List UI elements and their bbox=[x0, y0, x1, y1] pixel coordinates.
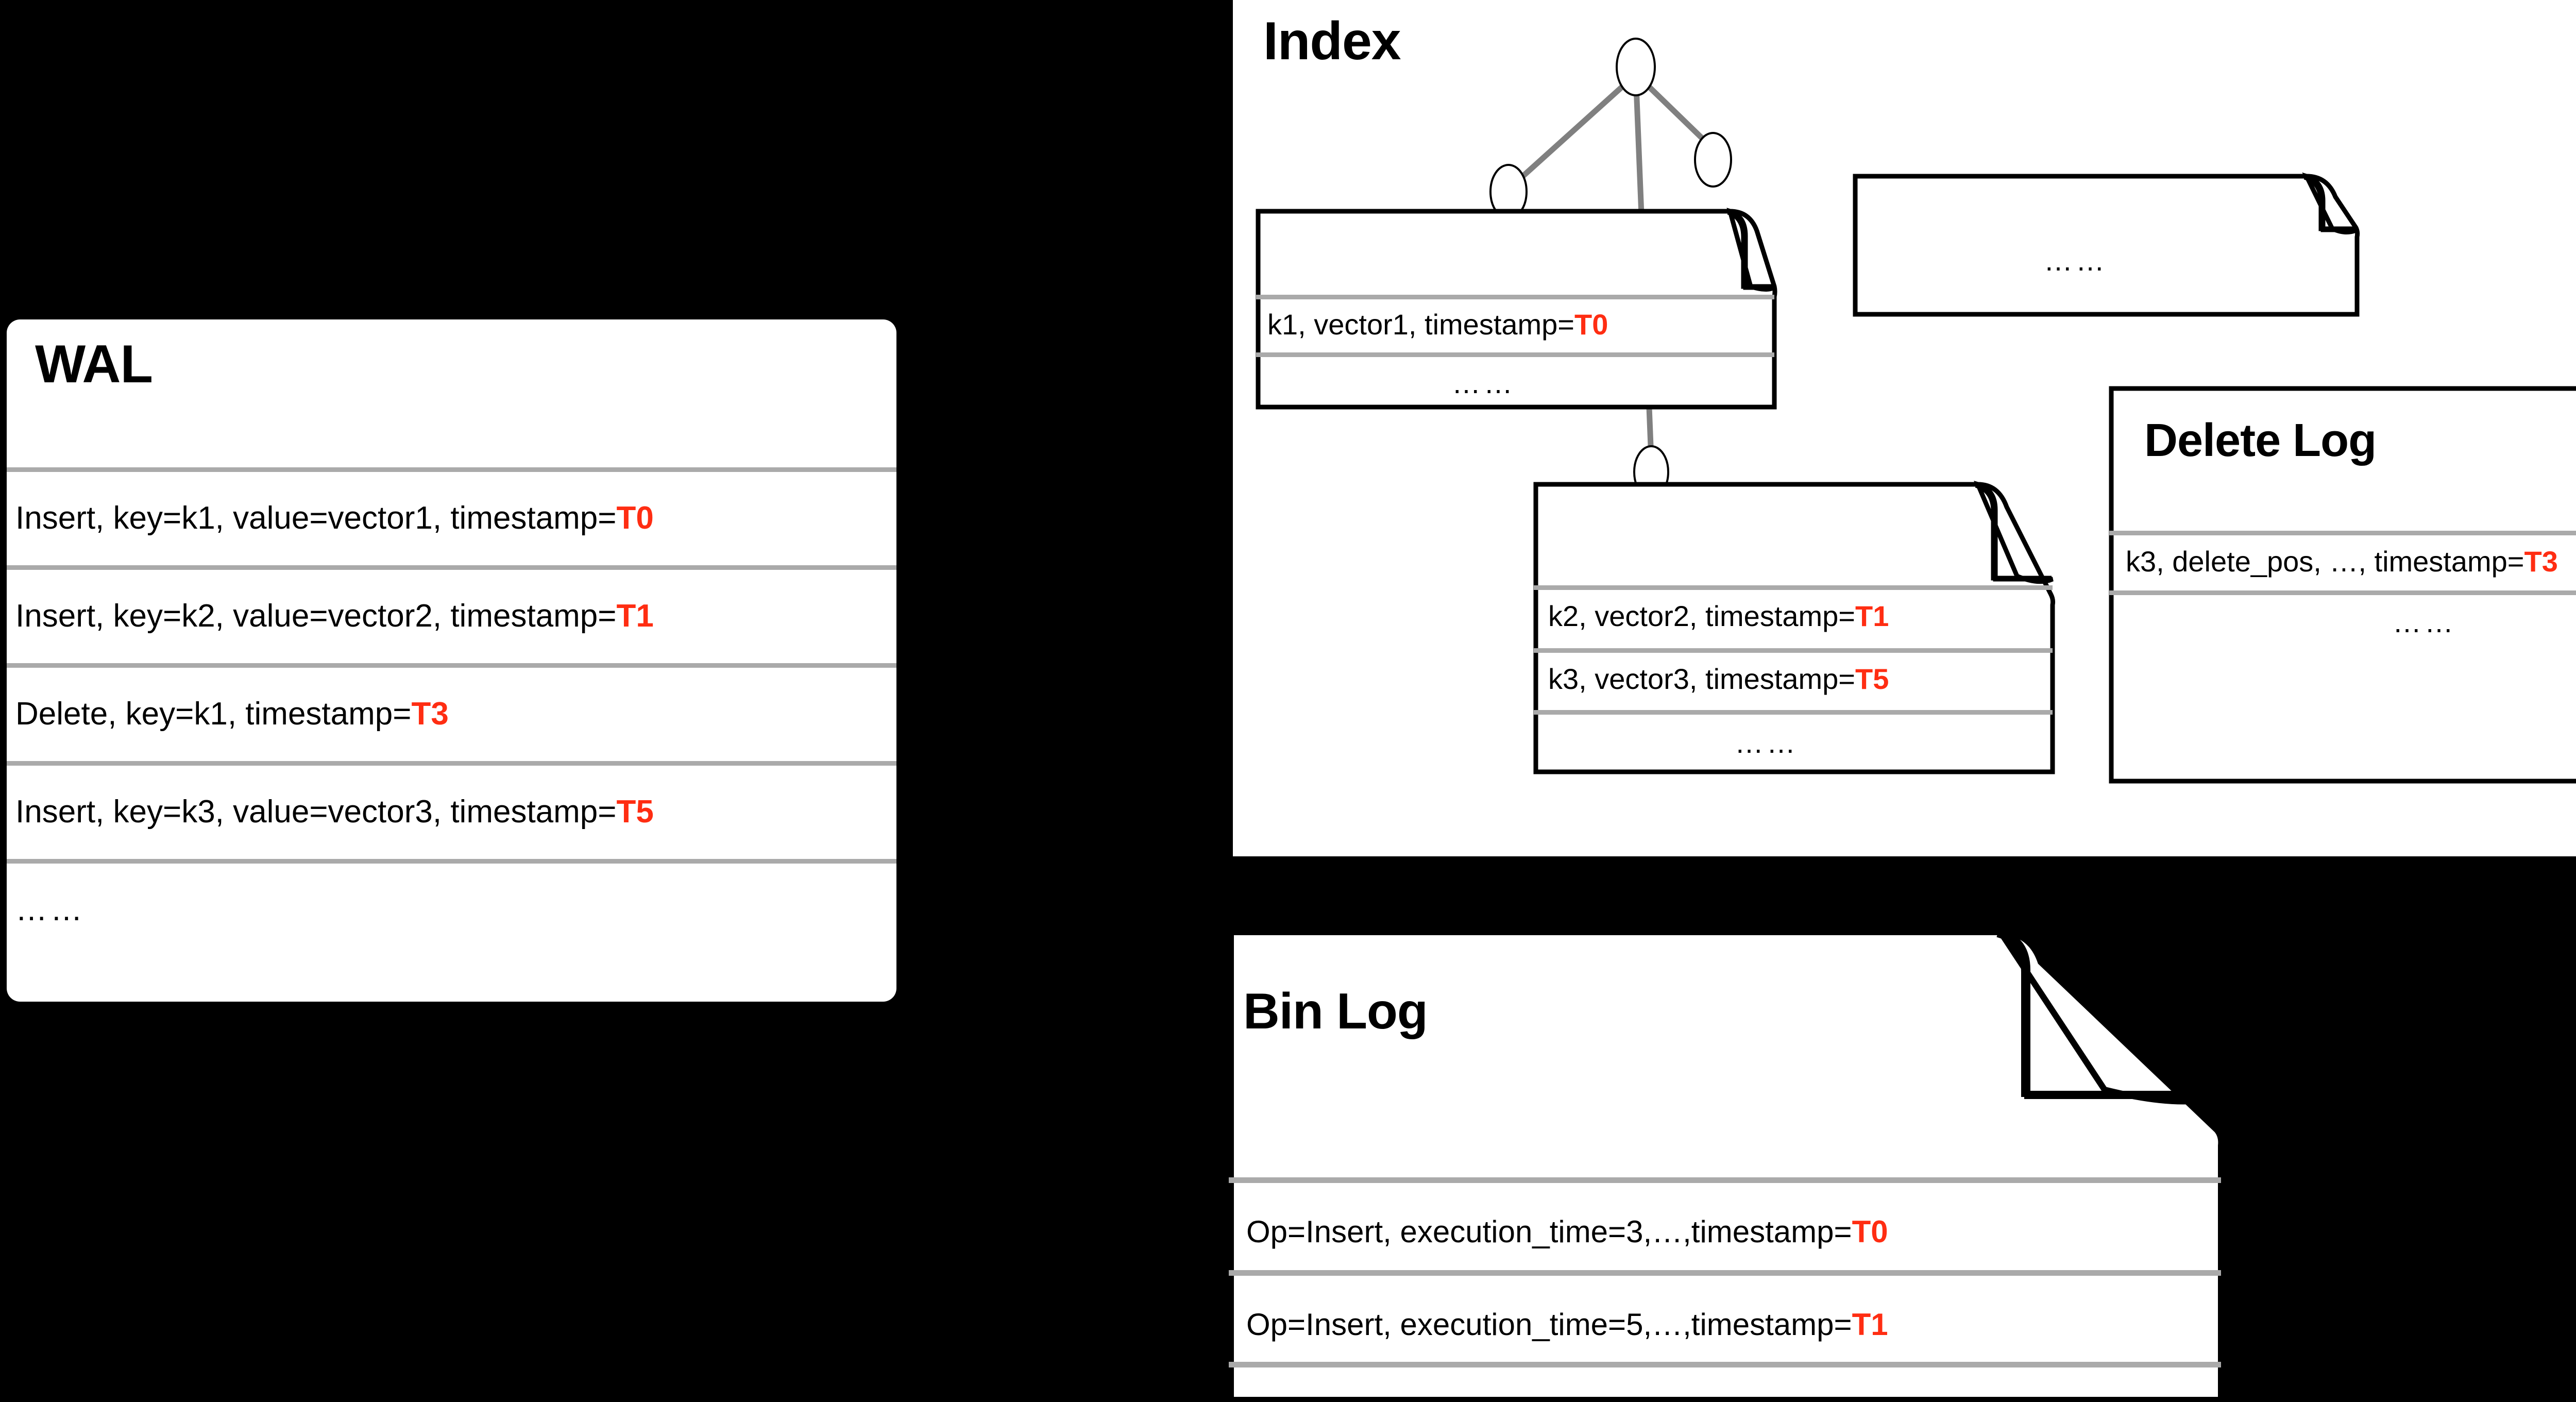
index-node-k3-row: k3, vector3, timestamp=T5 bbox=[1548, 665, 1889, 694]
index-node-ellipsis: …… bbox=[1853, 172, 2360, 317]
wal-row-4: …… bbox=[15, 894, 86, 926]
row-timestamp: T3 bbox=[2524, 545, 2558, 578]
index-node-k1: k1, vector1, timestamp=T0 …… bbox=[1256, 208, 1777, 410]
row-text: k1, vector1, timestamp= bbox=[1267, 308, 1575, 341]
node-divider bbox=[1534, 585, 2053, 590]
delete-log-row-0: k3, delete_pos, …, timestamp=T3 bbox=[2126, 547, 2558, 576]
page-outline bbox=[1533, 482, 2056, 774]
index-node-k2k3-row-ellipsis: …… bbox=[1735, 729, 1799, 757]
row-timestamp: T1 bbox=[1855, 600, 1889, 632]
wal-row-2: Delete, key=k1, timestamp=T3 bbox=[15, 698, 449, 730]
row-text: k3, delete_pos, …, timestamp= bbox=[2126, 545, 2524, 578]
bin-log-divider bbox=[1229, 1270, 2221, 1276]
wal-row-3-timestamp: T5 bbox=[616, 794, 654, 830]
wal-row-3: Insert, key=k3, value=vector3, timestamp… bbox=[15, 796, 654, 828]
node-divider bbox=[1534, 710, 2053, 715]
bin-log-row-0: Op=Insert, execution_time=3,…,timestamp=… bbox=[1246, 1217, 1888, 1247]
row-text: k2, vector2, timestamp= bbox=[1548, 600, 1856, 632]
index-node-k1-row-0: k1, vector1, timestamp=T0 bbox=[1267, 310, 1608, 339]
wal-divider bbox=[7, 761, 896, 766]
wal-divider bbox=[7, 663, 896, 668]
row-text: …… bbox=[1735, 727, 1799, 759]
row-timestamp: T0 bbox=[1852, 1214, 1888, 1249]
index-node-k2-k3: k2, vector2, timestamp=T1 k3, vector3, t… bbox=[1533, 480, 2056, 774]
row-timestamp: T5 bbox=[1855, 663, 1889, 695]
delete-log-title: Delete Log bbox=[2144, 415, 2377, 466]
delete-log-divider bbox=[2109, 531, 2576, 535]
row-text: Op=Insert, execution_time=3,…,timestamp= bbox=[1246, 1214, 1852, 1249]
wal-divider bbox=[7, 467, 896, 472]
node-divider bbox=[1256, 295, 1774, 299]
wal-row-2-timestamp: T3 bbox=[411, 696, 449, 732]
delete-log-row-1: …… bbox=[2393, 608, 2456, 637]
wal-row-2-text: Delete, key=k1, timestamp= bbox=[15, 696, 412, 732]
wal-row-1-text: Insert, key=k2, value=vector2, timestamp… bbox=[15, 598, 617, 634]
delete-log-panel: Delete Log k3, delete_pos, …, timestamp=… bbox=[2109, 386, 2576, 784]
bin-log-row-2: …… bbox=[1246, 1383, 1314, 1402]
bin-log-row-1: Op=Insert, execution_time=5,…,timestamp=… bbox=[1246, 1309, 1888, 1340]
wal-row-1: Insert, key=k2, value=vector2, timestamp… bbox=[15, 600, 654, 632]
page-outline bbox=[2109, 386, 2576, 784]
row-text: …… bbox=[1246, 1381, 1314, 1402]
wal-row-1-timestamp: T1 bbox=[616, 598, 654, 634]
wal-divider bbox=[7, 859, 896, 864]
row-text: …… bbox=[1452, 367, 1516, 399]
bin-log-title: Bin Log bbox=[1243, 983, 1428, 1039]
index-title: Index bbox=[1263, 11, 1401, 71]
page-outline bbox=[1228, 929, 2225, 1402]
node-divider bbox=[1256, 352, 1774, 357]
wal-title: WAL bbox=[35, 334, 153, 394]
row-timestamp: T1 bbox=[1852, 1307, 1888, 1342]
wal-panel bbox=[7, 319, 896, 1002]
row-timestamp: T0 bbox=[1574, 308, 1608, 341]
wal-row-0: Insert, key=k1, value=vector1, timestamp… bbox=[15, 502, 654, 534]
row-text: …… bbox=[2044, 244, 2108, 277]
wal-row-0-timestamp: T0 bbox=[616, 500, 654, 536]
wal-row-4-text: …… bbox=[15, 892, 86, 927]
bin-log-panel: Bin Log Op=Insert, execution_time=3,…,ti… bbox=[1228, 927, 2225, 1402]
wal-divider bbox=[7, 565, 896, 570]
bin-log-divider bbox=[1229, 1177, 2221, 1183]
node-divider bbox=[1534, 648, 2053, 653]
row-text: Op=Insert, execution_time=5,…,timestamp= bbox=[1246, 1307, 1852, 1342]
row-text: k3, vector3, timestamp= bbox=[1548, 663, 1856, 695]
bin-log-divider bbox=[1229, 1362, 2221, 1367]
row-text: …… bbox=[2393, 606, 2456, 638]
wal-row-3-text: Insert, key=k3, value=vector3, timestamp… bbox=[15, 794, 617, 830]
index-node-k1-row-1: …… bbox=[1452, 369, 1516, 398]
wal-row-0-text: Insert, key=k1, value=vector1, timestamp… bbox=[15, 500, 617, 536]
index-node-k2-row: k2, vector2, timestamp=T1 bbox=[1548, 602, 1889, 631]
delete-log-divider bbox=[2109, 590, 2576, 595]
index-node-ellipsis-row-0: …… bbox=[2044, 246, 2108, 275]
